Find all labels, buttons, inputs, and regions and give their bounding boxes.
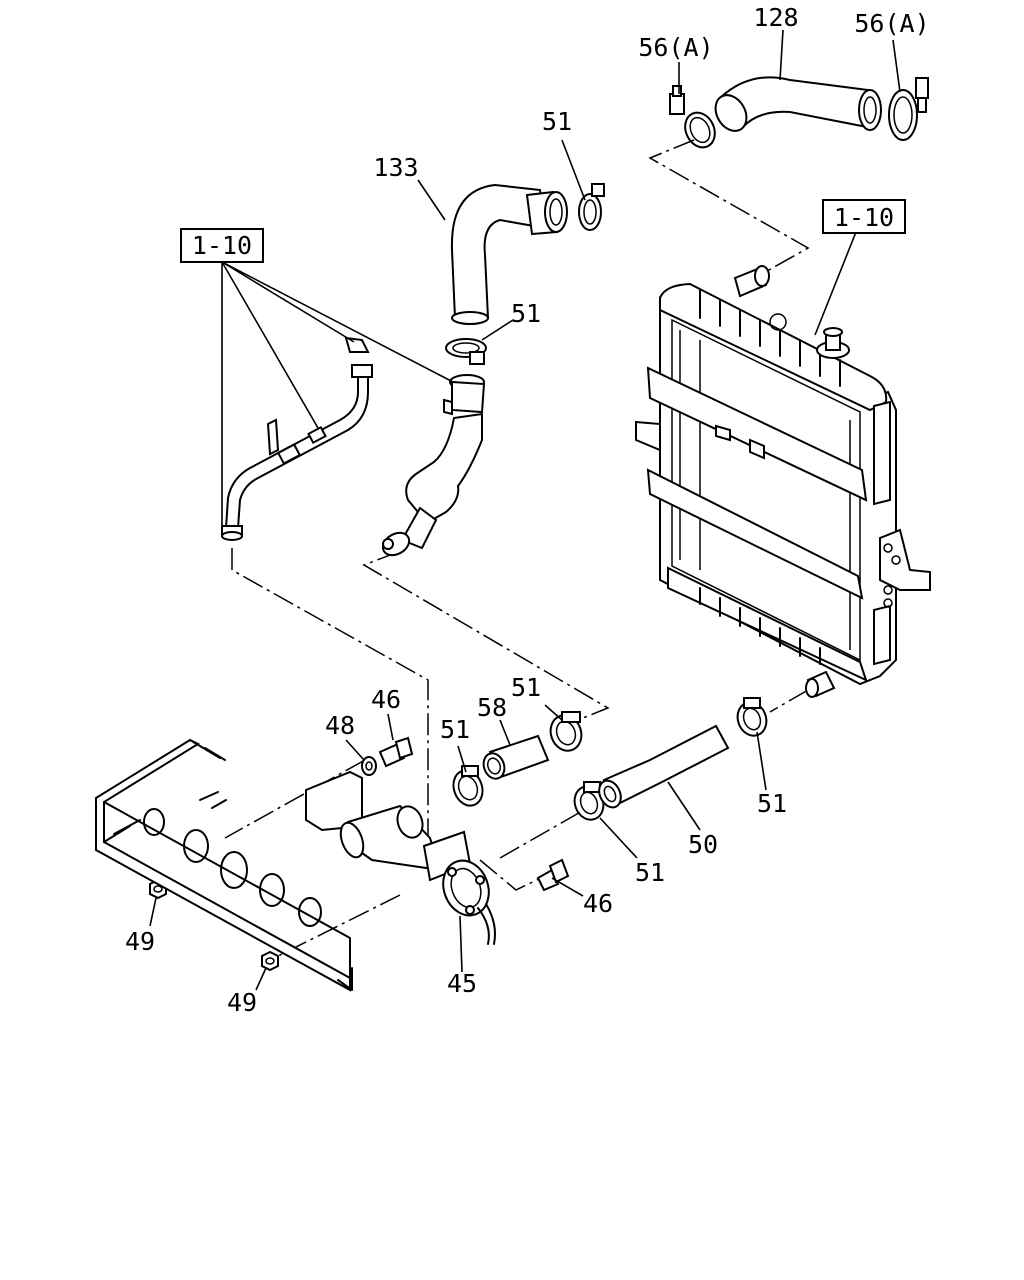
callout-49-lower: 49 — [227, 988, 257, 1017]
part-128-pipe — [714, 76, 882, 132]
part-51-clamp-mid-left — [452, 765, 484, 807]
callout-45: 45 — [447, 969, 477, 998]
callout-128: 128 — [753, 3, 798, 32]
part-133-hose — [450, 183, 568, 325]
leader-lines — [149, 29, 901, 991]
lower-formed-hose — [381, 374, 486, 557]
callout-50: 50 — [688, 830, 718, 859]
callout-46-top: 46 — [371, 685, 401, 714]
callout-51-mid-right: 51 — [511, 673, 541, 702]
ref-label-right: 1-10 — [834, 203, 894, 232]
callout-56a-right: 56(A) — [854, 9, 929, 38]
callout-56a-left: 56(A) — [638, 33, 713, 62]
part-56a-right-clamp — [888, 77, 929, 141]
ref-label-left: 1-10 — [192, 231, 252, 260]
part-51-clamp-top — [578, 183, 605, 231]
chassis-frame-rail — [95, 738, 353, 992]
callout-133: 133 — [373, 153, 418, 182]
part-49-nut-lower — [261, 950, 279, 972]
callout-58: 58 — [477, 693, 507, 722]
callout-labels: 128 56(A) 56(A) 51 133 51 46 48 51 58 51… — [125, 3, 930, 1017]
part-51-clamp-upper-hose — [445, 338, 487, 365]
part-48-washer — [361, 756, 377, 776]
callout-51-upper-hose: 51 — [511, 299, 541, 328]
callout-46-bottom: 46 — [583, 889, 613, 918]
callout-51-lower-right: 51 — [757, 789, 787, 818]
part-46-bolt-bottom — [536, 858, 570, 892]
callout-51-lower-mid: 51 — [635, 858, 665, 887]
ref-box-left: 1-10 — [180, 228, 264, 263]
part-58-tube — [482, 734, 550, 780]
part-51-clamp-lower-right — [736, 697, 768, 737]
part-56a-left-clamp — [669, 85, 716, 149]
callout-48: 48 — [325, 711, 355, 740]
part-51-clamp-mid-right — [549, 711, 583, 752]
ref-box-right: 1-10 — [822, 199, 906, 234]
part-46-bolt-top — [378, 736, 414, 768]
part-50-hose — [598, 724, 730, 809]
part-45-housing — [305, 770, 496, 945]
radiator-assembly — [635, 265, 931, 698]
callout-49-upper: 49 — [125, 927, 155, 956]
bypass-tube-assembly — [221, 336, 373, 541]
callout-51-mid-left: 51 — [440, 715, 470, 744]
callout-51-top: 51 — [542, 107, 572, 136]
